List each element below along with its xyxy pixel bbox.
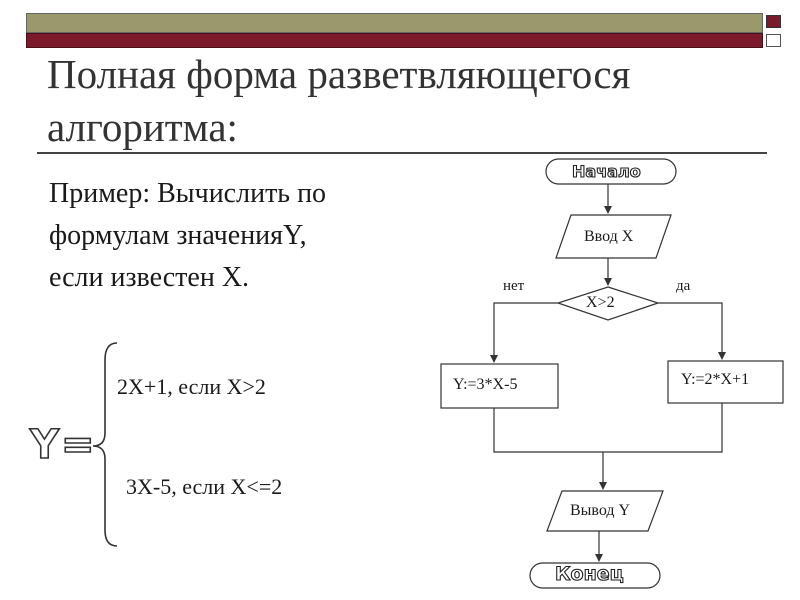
end-terminator (529, 562, 661, 589)
input-label: Ввод X (584, 228, 634, 245)
output-label: Вывод Y (570, 502, 631, 519)
process-box-no (440, 363, 559, 409)
connector-merge-no (493, 408, 603, 453)
example-line-1: Пример: Вычислить по (49, 178, 327, 209)
connector-merge-yes (603, 403, 723, 453)
header-bar-olive (26, 13, 763, 33)
title-divider (37, 152, 767, 154)
formula-case-2: 3X-5, если X<=2 (126, 474, 283, 499)
end-label: Конец (554, 562, 624, 585)
condition-diamond (556, 286, 660, 321)
formula-case-1: 2X+1, если X>2 (117, 374, 266, 399)
start-terminator (545, 158, 677, 185)
process-no-label: Y:=3*X-5 (453, 376, 518, 393)
header-bar-maroon (26, 33, 763, 48)
branch-yes-label: да (676, 278, 691, 294)
slide-title: Полная форма разветвляющегося алгоритма: (47, 51, 631, 150)
connector-yes-branch (658, 302, 726, 360)
branch-no-label: нет (503, 278, 525, 294)
process-box-yes (667, 360, 784, 404)
start-label: Начало (571, 161, 641, 181)
example-line-2: формулам значенияY, (49, 220, 307, 251)
input-parallelogram (555, 214, 672, 259)
formula-lhs: Y= (29, 421, 97, 469)
process-yes-label: Y:=2*X+1 (681, 371, 750, 388)
output-parallelogram (546, 490, 664, 532)
corner-square-dark (766, 15, 781, 28)
example-text: Пример: Вычислить по формулам значенияY,… (49, 173, 429, 299)
formula-brace (92, 342, 118, 547)
example-line-3: если известен X. (49, 262, 250, 293)
corner-square-light (766, 34, 781, 47)
connector-no-branch (490, 302, 558, 363)
condition-label: X>2 (586, 294, 615, 311)
